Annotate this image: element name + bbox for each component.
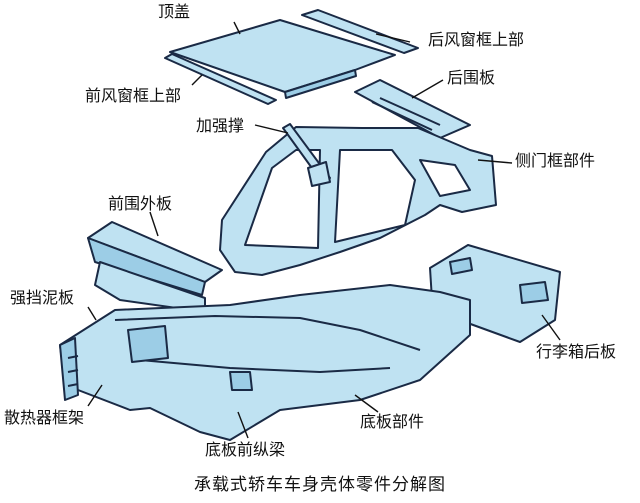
- label-front-outer-panel: 前围外板: [108, 194, 173, 213]
- leader-front-outer-panel: [149, 211, 159, 237]
- roof-part: [169, 19, 396, 93]
- label-trunk-rear-panel: 行李箱后板: [536, 342, 617, 361]
- label-floor-front-rail: 底板前纵梁: [205, 440, 286, 459]
- leader-floor-front-rail: [237, 411, 249, 439]
- leader-reinforcement: [254, 124, 289, 134]
- label-mudguard: 强挡泥板: [10, 288, 75, 307]
- leader-rear-windshield-upper: [375, 33, 411, 43]
- figure-caption: 承载式轿车车身壳体零件分解图: [194, 475, 446, 495]
- radiator-frame-part: [59, 337, 79, 401]
- leader-floor-assembly: [354, 394, 379, 413]
- mudguard-part: [94, 261, 206, 313]
- label-rear-panel: 后围板: [447, 68, 496, 87]
- label-side-door-frame: 侧门框部件: [515, 151, 596, 170]
- floor-assembly-part: [59, 284, 471, 441]
- rear-panel-part: [354, 79, 471, 139]
- front-windshield-upper-part: [164, 53, 277, 105]
- leader-mudguard: [87, 306, 97, 321]
- rear-windshield-upper-part: [301, 9, 419, 54]
- label-floor-assembly: 底板部件: [360, 412, 425, 431]
- label-front-windshield-upper: 前风窗框上部: [85, 86, 182, 105]
- label-roof: 顶盖: [158, 2, 191, 21]
- leader-rear-panel: [411, 79, 444, 99]
- label-rear-windshield-upper: 后风窗框上部: [428, 30, 525, 49]
- label-radiator-frame: 散热器框架: [4, 408, 85, 427]
- leader-front-windshield-upper: [191, 74, 203, 86]
- leader-roof: [233, 21, 241, 35]
- label-reinforcement: 加强撑: [196, 116, 245, 135]
- leader-radiator-frame: [87, 384, 103, 407]
- leader-side-door-frame: [477, 159, 513, 164]
- leader-trunk-rear-panel: [541, 314, 561, 341]
